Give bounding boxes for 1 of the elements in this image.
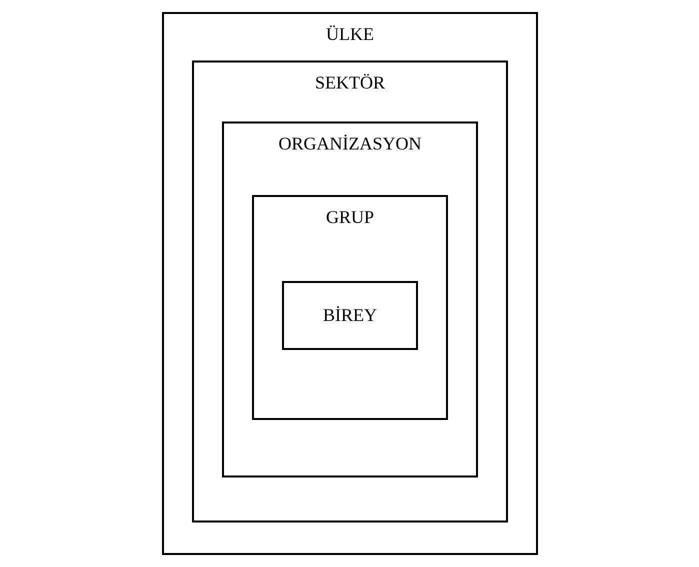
node-box: BİREY xyxy=(282,281,418,350)
